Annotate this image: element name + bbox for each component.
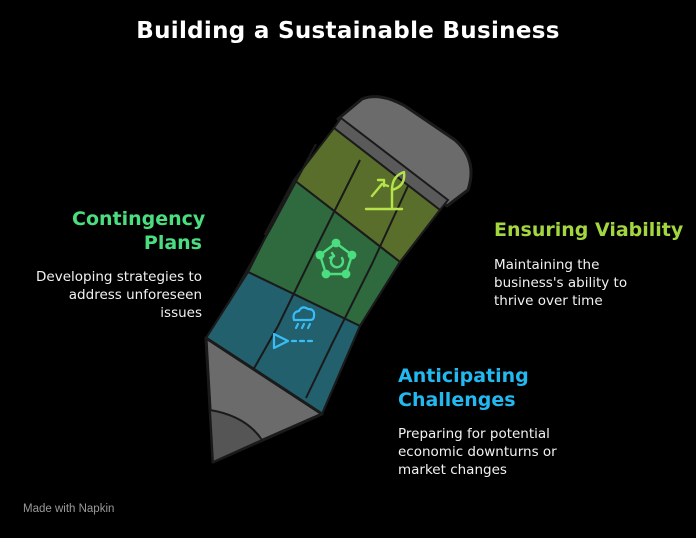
sprout-growth-icon	[364, 170, 406, 211]
challenges-description-line: Preparing for potential	[398, 426, 550, 442]
pencil-eraser	[332, 95, 473, 212]
storm-cloud-warning-icon	[272, 306, 316, 350]
viability-description-line: thrive over time	[494, 293, 603, 309]
contingency-description-line: issues	[160, 305, 202, 321]
made-with-napkin-footer[interactable]: Made with Napkin	[23, 503, 114, 515]
challenges-heading-text: Anticipating Challenges	[398, 365, 529, 411]
viability-description-line: Maintaining the	[494, 257, 600, 273]
network-refresh-icon	[315, 238, 357, 279]
viability-heading: Ensuring Viability	[494, 219, 684, 241]
pencil-tip	[204, 336, 324, 464]
viability-description: Maintaining the business's ability to th…	[494, 256, 627, 310]
challenges-description: Preparing for potential economic downtur…	[398, 425, 557, 479]
contingency-heading-text: Contingency Plans	[72, 208, 206, 254]
contingency-description: Developing strategies to address unfores…	[36, 268, 202, 322]
challenges-description-line: market changes	[398, 462, 507, 478]
footer-text: Made with Napkin	[23, 503, 115, 515]
contingency-heading: Contingency Plans	[72, 207, 206, 255]
contingency-description-line: Developing strategies to	[36, 269, 202, 285]
diagram-title: Building a Sustainable Business	[136, 18, 560, 44]
viability-description-line: business's ability to	[494, 275, 628, 291]
contingency-description-line: address unforeseen	[68, 287, 202, 303]
challenges-heading: Anticipating Challenges	[398, 364, 538, 412]
challenges-description-line: economic downturns or	[398, 444, 557, 460]
